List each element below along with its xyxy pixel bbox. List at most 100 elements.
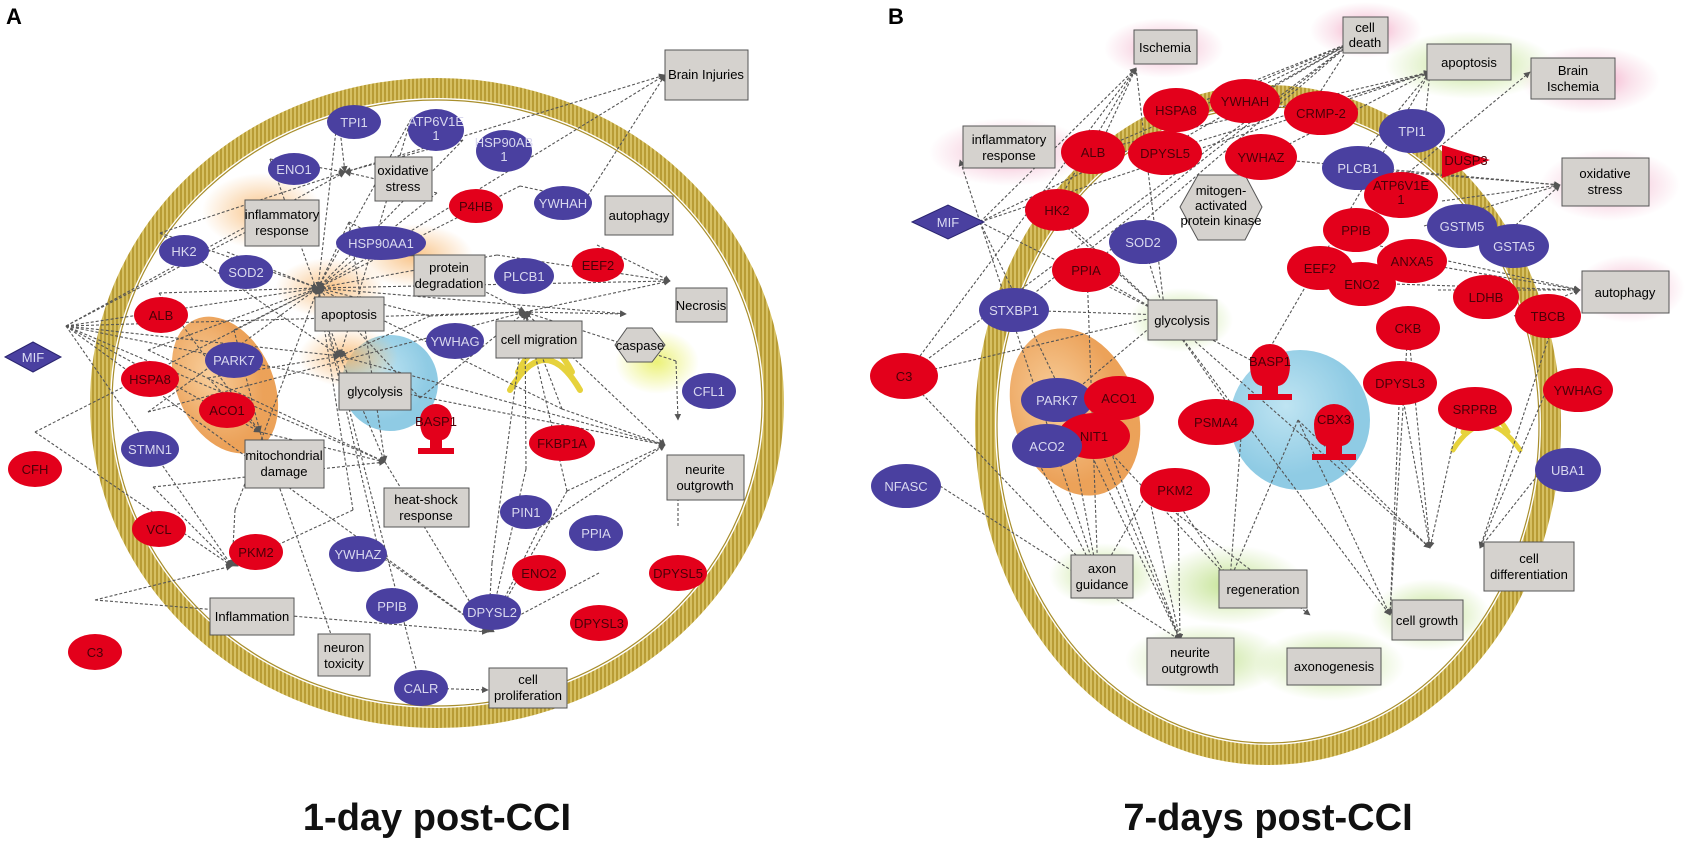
panel-b-gene-park7-label: PARK7 [1036, 393, 1078, 408]
panel-b-letter: B [888, 4, 904, 29]
panel-a-gene-ppia-label: PPIA [581, 526, 611, 541]
panel-b-gene-hspa8-label: HSPA8 [1155, 103, 1197, 118]
panel-b-gene-ckb-label: CKB [1395, 321, 1422, 336]
panel-a-gene-eno2: ENO2 [512, 555, 566, 591]
panel-b-gene-tpi1-label: TPI1 [1398, 124, 1425, 139]
panel-a-gene-pkm2: PKM2 [229, 534, 283, 570]
panel-b-regeneration-node: regeneration [1218, 569, 1308, 609]
panel-a-gene-tpi1-label: TPI1 [340, 115, 367, 130]
panel-a-gene-hspa8: HSPA8 [121, 361, 179, 397]
panel-b-regeneration-label: regeneration [1227, 582, 1300, 597]
panel-b-gene-aco2-label: ACO2 [1029, 439, 1064, 454]
panel-a-gene-vcl-label: VCL [146, 522, 171, 537]
panel-b-gene-alb-label: ALB [1081, 145, 1106, 160]
panel-b-gene-cbx3: CBX3 [1312, 404, 1356, 460]
panel-a-gene-alb-label: ALB [149, 308, 174, 323]
panel-b-gene-nit1-label: NIT1 [1080, 429, 1108, 444]
panel-b-gene-ppib: PPIB [1323, 208, 1389, 252]
panel-b-axonogenesis-node: axonogenesis [1286, 647, 1382, 686]
panel-a-mif-label: MIF [22, 350, 44, 365]
panel-b-gene-dpysl3-label: DPYSL3 [1375, 376, 1425, 391]
panel-a-gene-hsp90aa1: HSP90AA1 [336, 226, 426, 260]
panel-b-gene-gsta5: GSTA5 [1479, 224, 1549, 268]
panel-a-gene-aco1: ACO1 [199, 392, 255, 428]
panel-a-cell-migration-label: cell migration [501, 332, 578, 347]
panel-a-caspase-node: caspase [614, 327, 666, 363]
panel-b-gene-ywhaz-label: YWHAZ [1238, 150, 1285, 165]
panel-b-gene-gstm5-label: GSTM5 [1440, 219, 1485, 234]
panel-a-gene-cfl1-label: CFL1 [693, 384, 725, 399]
panel-a-gene-sod2-label: SOD2 [228, 265, 263, 280]
panel-b-gene-park7: PARK7 [1021, 378, 1093, 422]
panel-b-gene-sod2: SOD2 [1109, 220, 1177, 264]
panel-b-gene-psma4-label: PSMA4 [1194, 415, 1238, 430]
panel-b-gene-alb: ALB [1061, 130, 1125, 174]
panel-b-gene-aco2: ACO2 [1012, 424, 1082, 468]
panel-b-gene-ldhb-label: LDHB [1469, 290, 1504, 305]
panel-a-mif-node: MIF [3, 341, 63, 373]
panel-a-gene-dpysl2-label: DPYSL2 [467, 605, 517, 620]
panel-b: B [870, 2, 1685, 839]
panel-a-gene-plcb1-label: PLCB1 [503, 269, 544, 284]
panel-a-gene-ppib: PPIB [366, 588, 418, 624]
panel-a-gene-tpi1: TPI1 [327, 105, 381, 139]
panel-a-gene-eef2: EEF2 [572, 248, 624, 282]
panel-b-gene-pkm2-label: PKM2 [1157, 483, 1192, 498]
panel-a-gene-fkbp1a: FKBP1A [529, 425, 595, 461]
panel-a-gene-dpysl3-label: DPYSL3 [574, 616, 624, 631]
panel-b-glycolysis-label: glycolysis [1154, 313, 1210, 328]
panel-a-gene-ywhaz: YWHAZ [329, 536, 387, 572]
panel-a-gene-cfh-label: CFH [22, 462, 49, 477]
panel-b-gene-hspa8: HSPA8 [1143, 88, 1209, 132]
panel-b-mif-node: MIF [910, 204, 986, 240]
panel-a-gene-cfh: CFH [8, 451, 62, 487]
panel-a-gene-aco1-label: ACO1 [209, 403, 244, 418]
panel-a-inflammation-node: Inflammation [209, 597, 295, 636]
panel-b-gene-dusp3-label: DUSP3 [1444, 153, 1487, 168]
panel-b-gene-ywhag: YWHAG [1543, 368, 1613, 412]
panel-a-gene-dpysl2: DPYSL2 [463, 594, 521, 630]
panel-b-gene-stxbp1-label: STXBP1 [989, 303, 1039, 318]
panel-a-gene-ywhag-label: YWHAG [430, 334, 479, 349]
panel-b-gene-anxa5: ANXA5 [1377, 239, 1447, 283]
panel-b-gene-srprb-label: SRPRB [1453, 402, 1498, 417]
panel-b-gene-dpysl5-label: DPYSL5 [1140, 146, 1190, 161]
panel-b-mif-label: MIF [937, 215, 959, 230]
panel-a-cell-membrane [90, 78, 784, 728]
panel-a-cell-migration-node: cell migration [495, 320, 583, 359]
panel-b-gene-ywhaz: YWHAZ [1225, 134, 1297, 180]
panel-a-gene-ywhah: YWHAH [534, 186, 592, 220]
panel-a-gene-hspa8-label: HSPA8 [129, 372, 171, 387]
panel-a-gene-ppia: PPIA [569, 515, 623, 551]
panel-a-glycolysis-node: glycolysis [338, 372, 412, 411]
panel-a-autophagy-label: autophagy [609, 208, 670, 223]
panel-b-gene-dusp3: DUSP3 [1442, 145, 1490, 178]
panel-a-necrosis-node: Necrosis [675, 287, 728, 323]
panel-b-gene-gsta5-label: GSTA5 [1493, 239, 1535, 254]
panel-b-gene-nfasc-label: NFASC [884, 479, 927, 494]
panel-b-gene-uba1: UBA1 [1535, 448, 1601, 492]
panel-b-caption: 7-days post-CCI [1123, 797, 1412, 839]
panel-a-gene-calr: CALR [394, 670, 448, 706]
panel-a-gene-hsp90aa1-label: HSP90AA1 [348, 236, 414, 251]
panel-b-cell-growth-node: cell growth [1391, 599, 1464, 641]
panel-a-gene-eno1-label: ENO1 [276, 162, 311, 177]
panel-b-gene-sod2-label: SOD2 [1125, 235, 1160, 250]
panel-b-gene-stxbp1: STXBP1 [979, 288, 1049, 332]
panel-a-necrosis-label: Necrosis [676, 298, 727, 313]
